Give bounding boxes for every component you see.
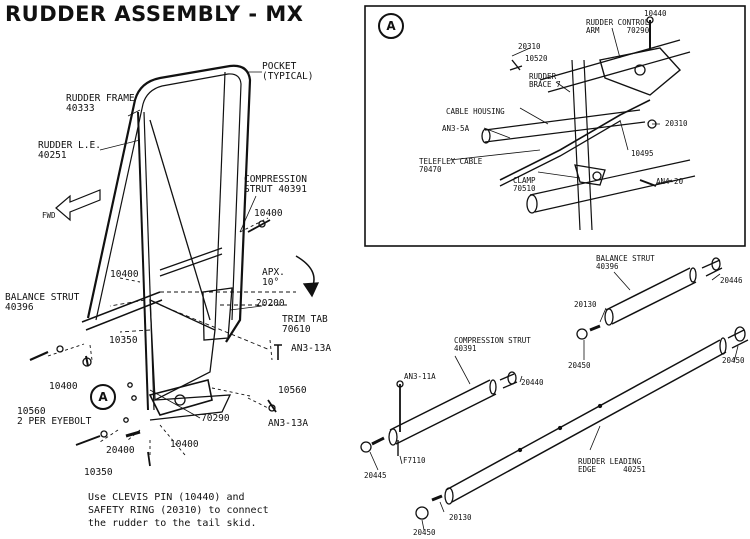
label-70290: 70290 xyxy=(201,413,230,424)
label-10400-mid: 10400 xyxy=(110,269,139,280)
detail-label-rudder-control-arm: RUDDER CONTROL ARM 70290 xyxy=(586,18,650,35)
exploded-label-balance-strut: BALANCE STRUT 40396 xyxy=(596,254,655,271)
note-line-3: the rudder to the tail skid. xyxy=(88,518,257,529)
exploded-label-20450-right: 20450 xyxy=(722,356,745,365)
exploded-label-20440: 20440 xyxy=(521,378,544,387)
detail-label-20310-right: 20310 xyxy=(665,119,688,128)
assembly-note: Use CLEVIS PIN (10440) and SAFETY RING (… xyxy=(88,491,269,530)
detail-label-20310-top: 20310 xyxy=(518,42,541,51)
label-10350-lower: 10350 xyxy=(84,467,113,478)
exploded-label-20450-bottom: 20450 xyxy=(413,528,436,537)
label-20400: 20400 xyxy=(106,445,135,456)
label-an3-13a-lower: AN3-13A xyxy=(268,418,309,429)
label-fwd: FWD xyxy=(42,211,56,220)
exploded-label-20130-upper: 20130 xyxy=(574,300,597,309)
detail-label-10495: 10495 xyxy=(631,149,654,158)
exploded-label-20130-lower: 20130 xyxy=(449,513,472,522)
label-trim-tab: TRIM TAB 70610 xyxy=(282,314,328,335)
detail-label-10440: 10440 xyxy=(644,9,667,18)
label-compression-strut: COMPRESSION STRUT 40391 xyxy=(244,174,307,195)
exploded-label-compression-strut: COMPRESSION STRUT 40391 xyxy=(454,336,531,353)
label-10400-bottom: 10400 xyxy=(170,439,199,450)
label-rudder-frame: RUDDER FRAME 40333 xyxy=(66,93,135,114)
note-line-2: SAFETY RING (20310) to connect xyxy=(88,505,269,516)
detail-label-an4-20: AN4-20 xyxy=(656,177,684,186)
exploded-label-f7110: F7110 xyxy=(403,456,426,465)
exploded-label-rudder-leading-edge: RUDDER LEADING EDGE 40251 xyxy=(578,457,646,474)
label-10560-eyebolt: 10560 2 PER EYEBOLT xyxy=(17,406,92,427)
detail-a-drawing xyxy=(364,5,746,247)
callout-a-detail: A xyxy=(378,13,404,39)
exploded-label-20446: 20446 xyxy=(720,276,743,285)
detail-label-an3-5a: AN3-5A xyxy=(442,124,470,133)
page-title: RUDDER ASSEMBLY - MX xyxy=(5,2,304,26)
label-20200: 20200 xyxy=(256,298,285,309)
label-10400-lower: 10400 xyxy=(49,381,78,392)
exploded-label-20450-left: 20450 xyxy=(568,361,591,370)
detail-label-cable-housing: CABLE HOUSING xyxy=(446,107,505,116)
rudder-frame-drawing xyxy=(29,64,320,467)
label-balance-strut: BALANCE STRUT 40396 xyxy=(5,292,80,313)
exploded-struts-drawing xyxy=(360,257,749,531)
detail-label-10520: 10520 xyxy=(525,54,548,63)
label-apx-angle: APX. 10° xyxy=(262,267,285,288)
exploded-label-an3-11a: AN3-11A xyxy=(404,372,436,381)
detail-label-rudder-brace: RUDDER BRACE 7 xyxy=(529,72,561,89)
label-10400-top: 10400 xyxy=(254,208,283,219)
detail-label-clamp: CLAMP 70510 xyxy=(513,176,536,193)
label-an3-13a-upper: AN3-13A xyxy=(291,343,332,354)
label-10560-right: 10560 xyxy=(278,385,307,396)
detail-label-teleflex-cable: TELEFLEX CABLE 70470 xyxy=(419,157,483,174)
exploded-label-20445: 20445 xyxy=(364,471,387,480)
label-pocket: POCKET (TYPICAL) xyxy=(262,61,314,82)
label-rudder-le: RUDDER L.E. 40251 xyxy=(38,140,101,161)
callout-a-frame: A xyxy=(90,384,116,410)
label-10350-upper: 10350 xyxy=(109,335,138,346)
note-line-1: Use CLEVIS PIN (10440) and xyxy=(88,492,245,503)
